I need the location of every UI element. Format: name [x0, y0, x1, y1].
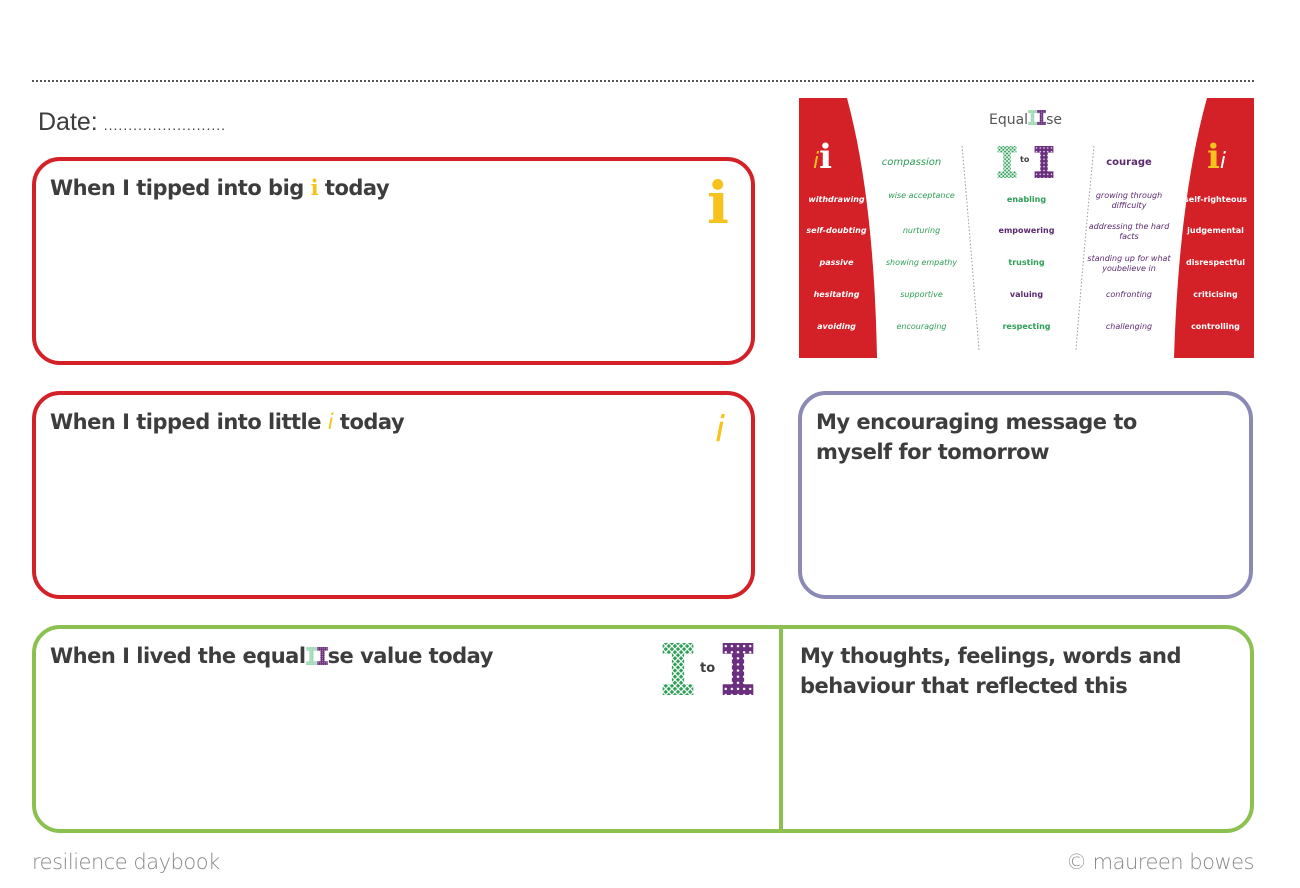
thoughts-title: My thoughts, feelings, words and behavio…	[800, 644, 1182, 698]
big-i-traits-item: criticising	[1193, 290, 1238, 299]
big-i-traits-item: judgemental	[1187, 226, 1244, 235]
big-i-icon: i	[706, 169, 729, 237]
courage-item: confronting	[1106, 290, 1152, 299]
footer-title: resilience daybook	[32, 850, 220, 874]
date-leader: .........................	[103, 117, 227, 133]
chart-big-little-i-icon: ii	[1207, 137, 1227, 177]
to-label: to	[700, 661, 716, 676]
courage-item: addressing the hard facts	[1088, 222, 1170, 241]
box-divider	[779, 625, 783, 833]
compassion-item: showing empathy	[885, 258, 958, 267]
date-label: Date:	[38, 108, 98, 136]
i-to-i-item: valuing	[1009, 290, 1044, 299]
message-box[interactable]: My encouraging message to myself for tom…	[798, 391, 1253, 599]
courage-item: growing through difficulty	[1095, 191, 1163, 210]
little-i-traits-item: withdrawing	[808, 195, 865, 204]
big-i-traits-item: disrespectful	[1186, 258, 1245, 267]
i-to-i-item: trusting	[1008, 258, 1045, 267]
message-title: My encouraging message to myself for tom…	[816, 410, 1137, 464]
light-i-icon	[306, 647, 317, 665]
footer-copyright: © maureen bowes	[1065, 850, 1255, 874]
green-i-icon	[662, 643, 694, 695]
big-i-traits-item: controlling	[1191, 322, 1240, 331]
little-i-traits-item: passive	[819, 258, 854, 267]
date-field[interactable]: Date:.........................	[38, 108, 226, 137]
little-i-traits-item: avoiding	[817, 322, 856, 331]
big-i-traits-item: self-righteous	[1184, 195, 1247, 204]
i-to-i-item: empowering	[998, 226, 1055, 235]
chart-i-to-i-icon: to	[997, 146, 1057, 180]
i-to-i-item: enabling	[1006, 195, 1047, 204]
little-i-traits-item: self-doubting	[806, 226, 867, 235]
little-i-traits-item: hesitating	[813, 290, 860, 299]
dotted-divider	[32, 80, 1254, 82]
courage-item: challenging	[1105, 322, 1153, 331]
chart-little-big-i-icon: ii	[813, 137, 833, 177]
i-to-i-icon: to	[662, 643, 756, 697]
compassion-item: supportive	[900, 290, 943, 299]
chart-background	[799, 98, 1254, 358]
compassion-item: encouraging	[896, 322, 947, 331]
little-i-icon: i	[714, 409, 725, 450]
compassion-heading: compassion	[881, 157, 942, 168]
purple-i-icon	[722, 643, 754, 695]
courage-item: standing up for what youbelieve in	[1087, 254, 1171, 273]
courage-heading: courage	[1106, 157, 1152, 168]
big-i-box[interactable]: When I tipped into big i today i	[32, 157, 755, 365]
compassion-item: wise acceptance	[888, 191, 955, 200]
little-i-title: When I tipped into little i today	[50, 410, 405, 434]
i-to-i-item: respecting	[1002, 322, 1051, 331]
big-i-title: When I tipped into big i today	[50, 175, 390, 200]
little-i-box[interactable]: When I tipped into little i today i	[32, 391, 755, 599]
purple-i-icon	[317, 647, 328, 665]
compassion-item: nurturing	[902, 226, 941, 235]
